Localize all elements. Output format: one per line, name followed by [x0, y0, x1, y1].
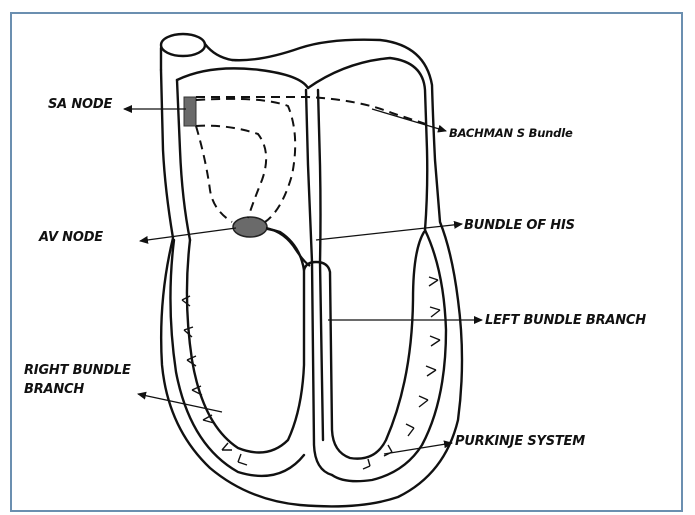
- purkinje-fibers-left: [363, 277, 440, 469]
- arrow-bachman: [372, 109, 446, 131]
- septum-right-line: [320, 262, 323, 440]
- anterior-internodal-path: [196, 126, 232, 222]
- label-left-bundle-branch: LEFT BUNDLE BRANCH: [485, 313, 646, 328]
- posterior-internodal-path: [196, 99, 295, 222]
- label-sa-node: SA NODE: [48, 97, 112, 112]
- vena-cava-right-wall: [205, 44, 232, 60]
- purkinje-fibers-right: [182, 296, 247, 465]
- vena-cava-opening: [161, 34, 205, 56]
- av-node-shape: [233, 217, 267, 237]
- arrow-bundle-of-his: [316, 224, 462, 240]
- atrium-roof: [177, 68, 308, 88]
- heart-outline: [161, 34, 462, 506]
- left-atrium-inner-wall: [308, 58, 427, 230]
- label-right-bundle-branch: RIGHT BUNDLE BRANCH: [24, 361, 131, 399]
- sa-node-shape: [184, 97, 196, 126]
- interatrial-septum-right: [318, 90, 321, 262]
- label-right-bundle-branch-line2: BRANCH: [24, 380, 131, 399]
- left-ventricle-outer-inner-line: [332, 230, 446, 481]
- bachman-bundle-path: [196, 97, 432, 126]
- bundle-of-his-path: [266, 228, 310, 266]
- label-av-node: AV NODE: [39, 230, 103, 245]
- interatrial-septum-left: [306, 90, 312, 262]
- arrow-right-bundle-branch: [138, 394, 222, 412]
- label-bachman-bundle: BACHMAN S Bundle: [449, 126, 573, 140]
- label-bundle-of-his: BUNDLE OF HIS: [464, 218, 575, 233]
- label-purkinje-system: PURKINJE SYSTEM: [455, 434, 585, 449]
- label-right-bundle-branch-line1: RIGHT BUNDLE: [24, 361, 131, 380]
